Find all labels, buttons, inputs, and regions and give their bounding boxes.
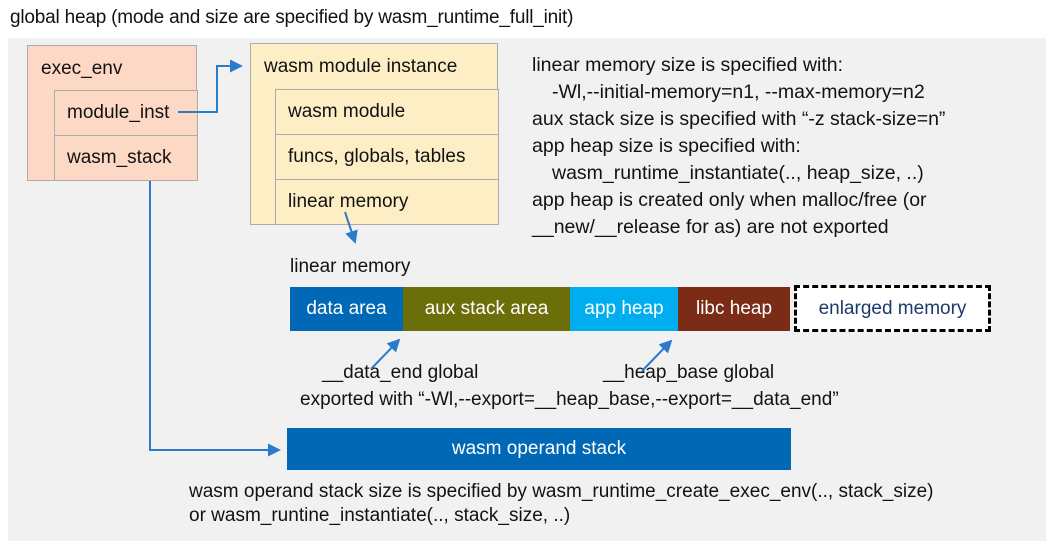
- operand-stack-note-line-2: or wasm_runtine_instantiate(.., stack_si…: [189, 505, 571, 526]
- exec-env-row-wasm-stack: wasm_stack: [54, 135, 198, 181]
- instance-row-funcs-globals-tables: funcs, globals, tables: [275, 134, 499, 180]
- note-line: app heap is created only when malloc/fre…: [532, 189, 927, 211]
- instance-row-wasm-module: wasm module: [275, 89, 499, 135]
- segment-libc-heap: libc heap: [678, 287, 790, 331]
- note-line: linear memory size is specified with:: [532, 54, 844, 76]
- wasm-operand-stack-bar: wasm operand stack: [287, 428, 791, 470]
- linear-memory-label: linear memory: [290, 256, 411, 277]
- notes-right: linear memory size is specified with: -W…: [532, 52, 1044, 241]
- segment-data-area: data area: [290, 287, 403, 331]
- note-line: -Wl,--initial-memory=n1, --max-memory=n2: [552, 81, 925, 103]
- diagram-title: global heap (mode and size are specified…: [10, 7, 574, 28]
- exported-with-label: exported with “-Wl,--export=__heap_base,…: [300, 389, 839, 410]
- data-end-global-label: __data_end global: [322, 362, 479, 383]
- wasm-module-instance-header: wasm module instance: [264, 55, 458, 77]
- heap-base-global-label: __heap_base global: [603, 362, 775, 383]
- instance-row-linear-memory: linear memory: [275, 179, 499, 225]
- exec-env-row-module-inst: module_inst: [54, 90, 198, 136]
- exec-env-header: exec_env: [41, 57, 123, 79]
- segment-aux-stack-area: aux stack area: [403, 287, 570, 331]
- segment-enlarged-memory: enlarged memory: [794, 285, 991, 332]
- operand-stack-note-line-1: wasm operand stack size is specified by …: [189, 481, 934, 502]
- note-line: __new/__release for as) are not exported: [532, 216, 889, 238]
- segment-app-heap: app heap: [570, 287, 678, 331]
- linear-memory-bar: data area aux stack area app heap libc h…: [290, 287, 790, 331]
- note-line: aux stack size is specified with “-z sta…: [532, 108, 946, 130]
- wasm-module-instance-box: wasm module instance wasm module funcs, …: [250, 43, 499, 225]
- note-line: wasm_runtime_instantiate(.., heap_size, …: [552, 162, 924, 184]
- exec-env-box: exec_env module_inst wasm_stack: [27, 45, 198, 181]
- note-line: app heap size is specified with:: [532, 135, 801, 157]
